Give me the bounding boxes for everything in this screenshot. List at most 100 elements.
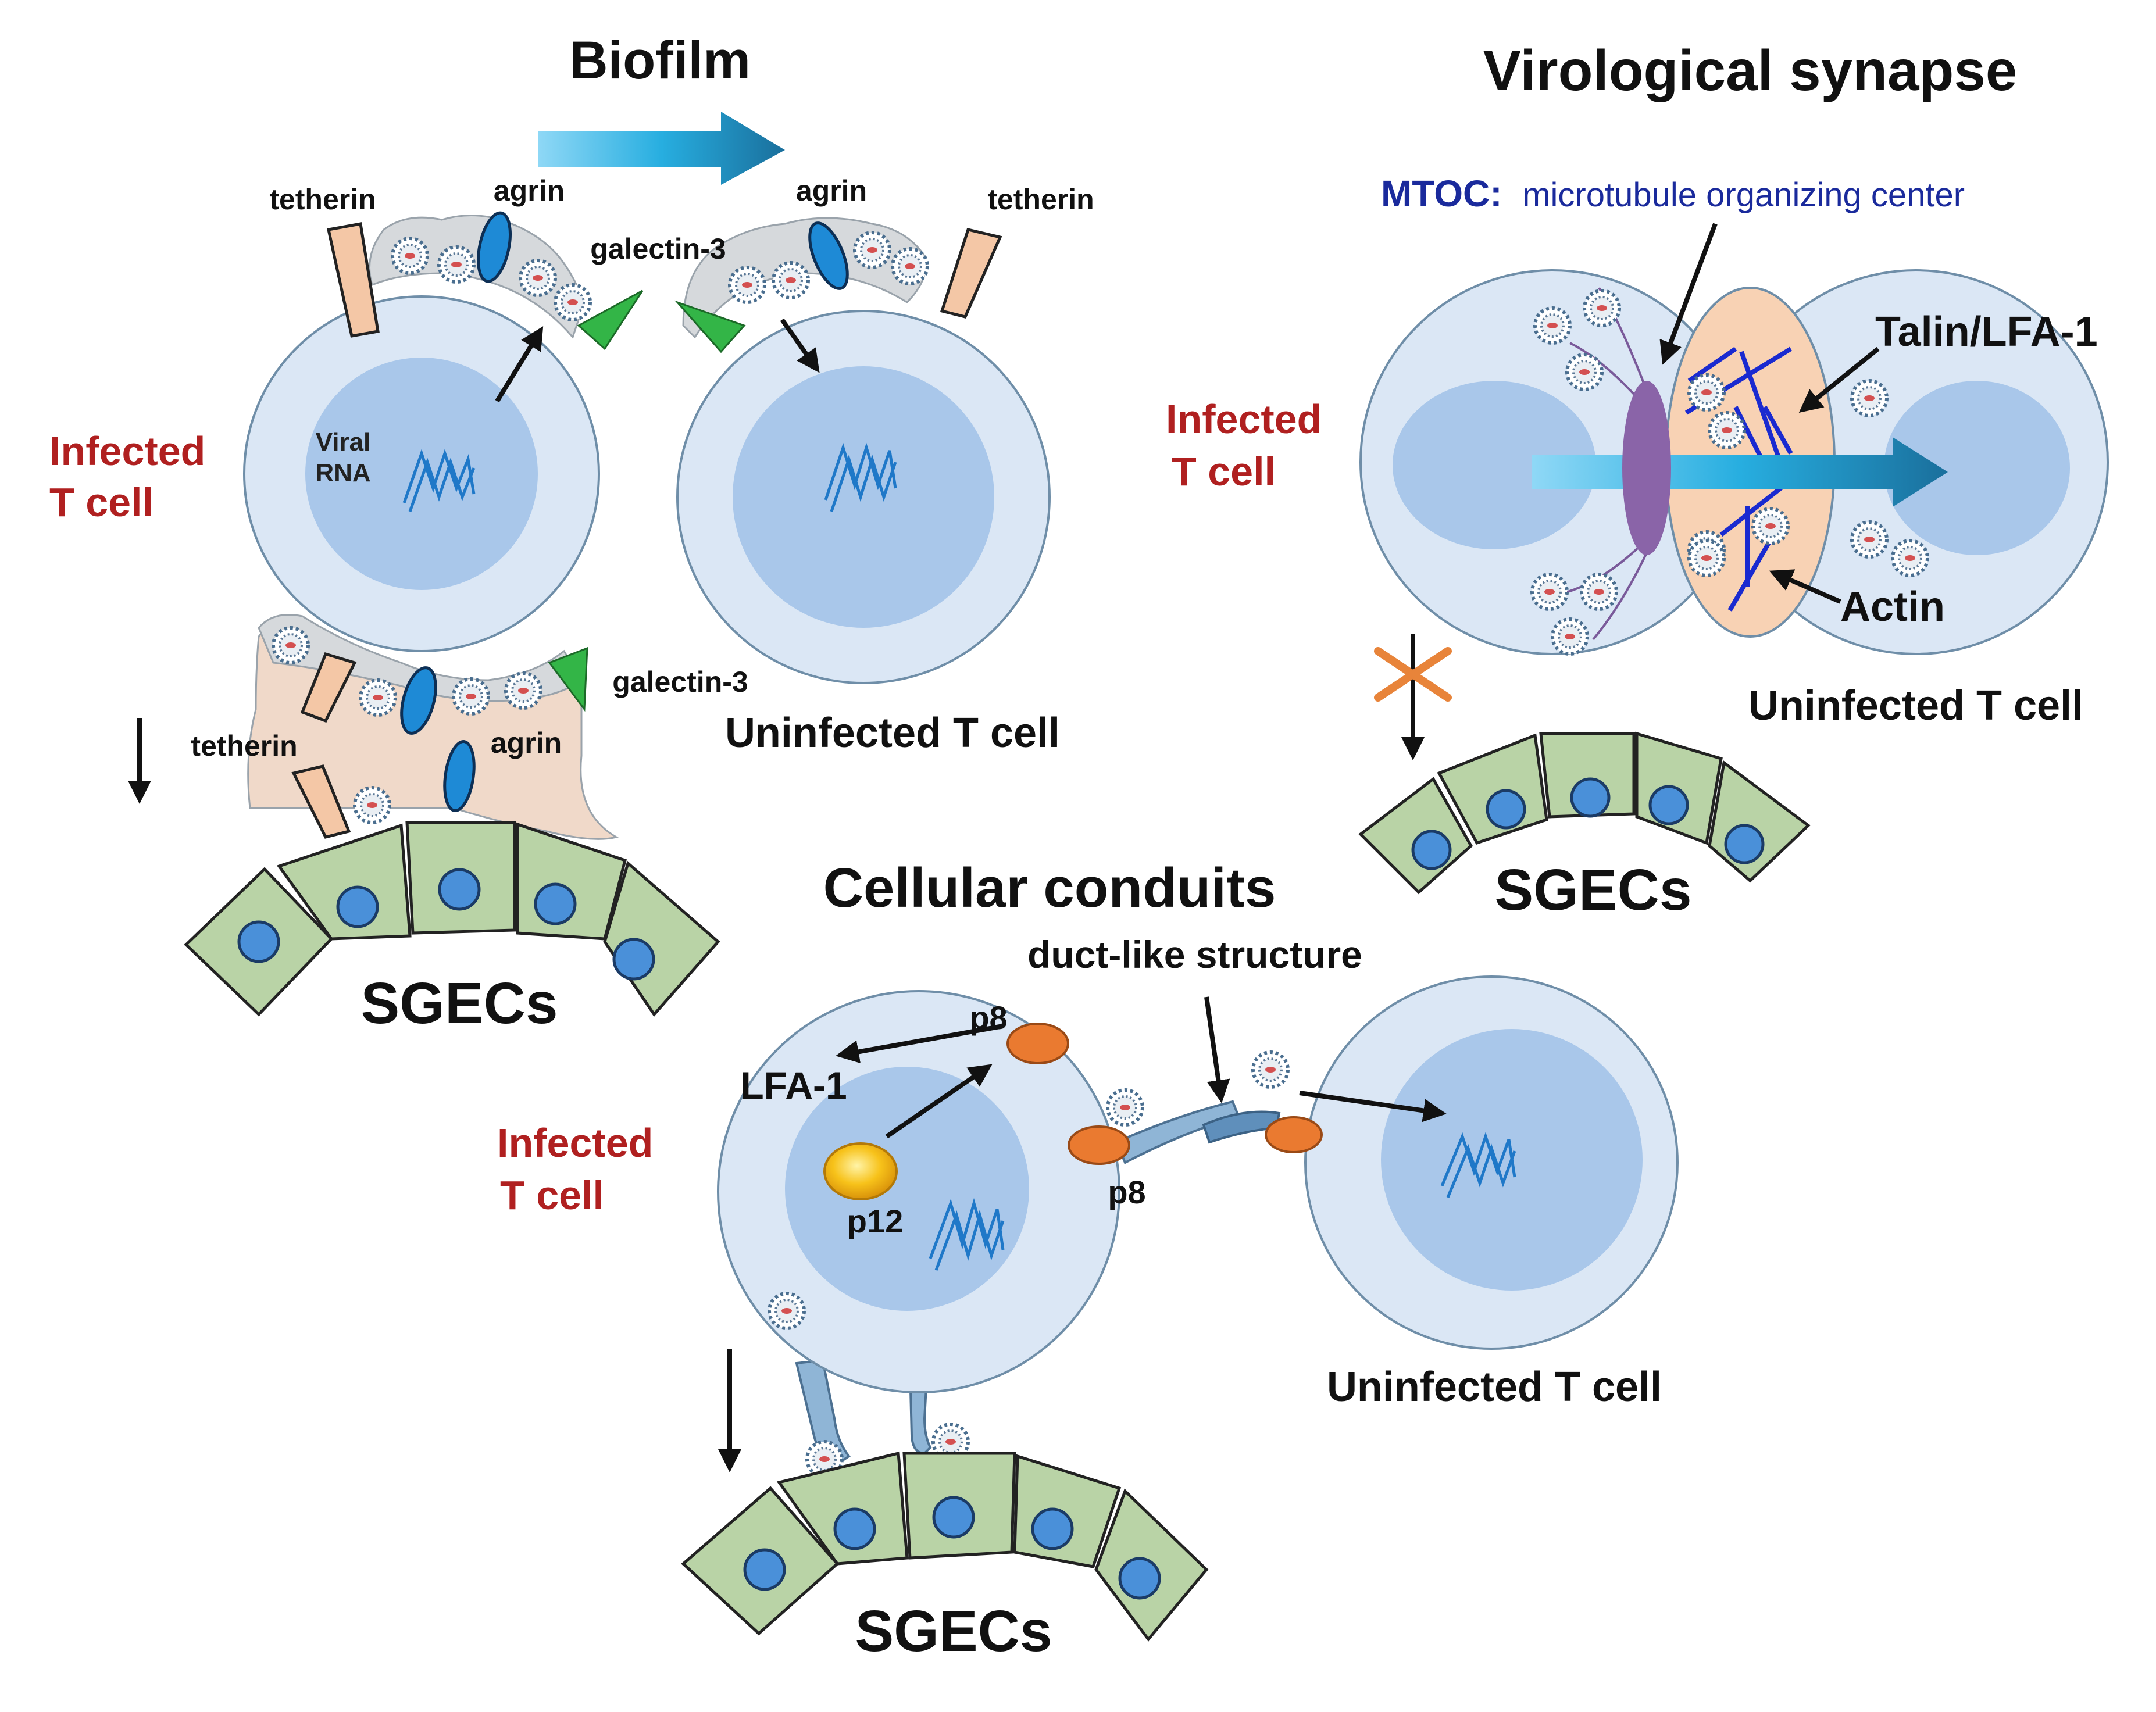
virion-icon (1852, 522, 1887, 557)
virion-icon (769, 1293, 804, 1328)
tetherin-icon-bottom-a (300, 652, 357, 723)
sgec-nucleus-icon (1486, 789, 1526, 830)
biofilm-panel: Biofilm Viral RNA (49, 31, 1094, 1036)
conduit-uninfected-rna-icon (1440, 1132, 1516, 1198)
p8-label-bottom: p8 (1108, 1174, 1145, 1210)
virion-icon (1584, 291, 1619, 326)
virion-icon (1253, 1052, 1288, 1087)
virion-icon (1535, 308, 1570, 343)
virion-icon (392, 238, 427, 273)
p8-label-top: p8 (969, 999, 1007, 1036)
synapse-title: Virological synapse (1483, 38, 2018, 102)
viral-rna-label-line1: Viral (316, 428, 371, 456)
agrin-icon-left (477, 211, 512, 283)
agrin-label-right: agrin (796, 174, 867, 207)
virion-icon (439, 247, 474, 282)
virion-icon (1893, 541, 1927, 576)
virion-icon (893, 249, 927, 284)
virological-synapse-panel: Virological synapse MTOC: microtubule or… (1166, 38, 2109, 923)
talin-label: Talin/LFA-1 (1875, 309, 2098, 355)
sgec-nucleus-icon (932, 1496, 975, 1539)
cellular-conduits-panel: Cellular conduits duct-like structure (497, 857, 1679, 1664)
synapse-infected-label-line1: Infected (1166, 396, 1322, 442)
biofilm-flow-arrow (538, 112, 785, 185)
galectin-icon-left (577, 289, 644, 351)
entry-arrow (780, 318, 820, 373)
agrin-label-bottom: agrin (491, 727, 562, 759)
sgec-nucleus-icon (1118, 1557, 1161, 1600)
synapse-sgecs-label: SGECs (1494, 857, 1691, 923)
sgecs-label: SGECs (360, 971, 558, 1036)
virion-icon (1582, 574, 1616, 609)
uninfected-rna-icon (824, 442, 897, 512)
tetherin-label-bottom: tetherin (191, 730, 297, 762)
conduit-sgecs-label: SGECs (855, 1599, 1052, 1664)
p8-icon-transferred (1265, 1116, 1323, 1153)
sgec-nucleus-icon (1570, 777, 1611, 818)
sgec-nucleus-icon (237, 920, 280, 963)
synapse-infected-nucleus (1393, 381, 1596, 549)
sgec-cell (1708, 760, 1811, 883)
conduit-rna-icon (929, 1198, 1005, 1271)
sgec-nucleus-icon (1648, 785, 1689, 825)
lfa1-label: LFA-1 (740, 1064, 847, 1107)
sgec-cell (776, 1451, 909, 1566)
conduit-infected-nucleus (785, 1067, 1029, 1311)
sgec-cell (1539, 732, 1636, 819)
p8-to-lfa1-arrow (836, 1024, 1004, 1064)
tetherin-icon-right (940, 228, 1002, 319)
sgec-cell (603, 860, 720, 1017)
microtubule (1592, 549, 1650, 641)
biofilm-title: Biofilm (569, 31, 751, 90)
duct-pointer-arrow (1204, 996, 1230, 1103)
sgec-nucleus-icon (1724, 824, 1765, 864)
actin-pointer-arrow (1769, 569, 1841, 604)
p12-to-p8-arrow (885, 1064, 993, 1139)
virion-icon (1552, 619, 1587, 654)
p12-label: p12 (847, 1203, 904, 1239)
mtoc-pointer-arrow (1659, 223, 1718, 365)
virion-icon (1108, 1090, 1143, 1125)
actin-label: Actin (1840, 584, 1945, 630)
virion-icon (855, 233, 890, 267)
virion-icon (1753, 509, 1788, 544)
virion-icon (355, 788, 390, 823)
galectin-icon-right (674, 300, 746, 353)
uninfected-cell-nucleus (733, 366, 994, 628)
p12-icon (823, 1142, 898, 1200)
agrin-icon-right (808, 221, 849, 290)
synapse-uninfected-nucleus (1884, 381, 2070, 555)
blocked-cross-icon (1374, 647, 1452, 702)
mtoc-label: MTOC: microtubule organizing center (1381, 173, 1965, 215)
tetherin-icon-left (327, 222, 380, 338)
infected-label-line1: Infected (49, 428, 205, 474)
virion-icon (1567, 355, 1602, 389)
virion-icon (1852, 381, 1887, 416)
infected-cell-nucleus (305, 358, 538, 590)
mtoc-full: microtubule organizing center (1522, 176, 1965, 214)
virion-icon (1689, 375, 1724, 410)
tetherin-label-left: tetherin (269, 183, 376, 216)
sgec-nucleus-icon (833, 1507, 876, 1550)
galectin-icon-bottom (548, 646, 588, 712)
virion-icon (273, 628, 308, 663)
conduits-title: Cellular conduits (823, 857, 1276, 919)
sgec-nucleus-icon (336, 885, 379, 928)
sgec-nucleus-icon (534, 882, 577, 925)
tetherin-label-right: tetherin (987, 183, 1094, 216)
sgec-nucleus-icon (1411, 830, 1452, 870)
biofilm-matrix-grey-bottom (258, 614, 583, 702)
agrin-icon-bottom-b (443, 739, 476, 813)
infected-label-line2: T cell (49, 480, 154, 525)
galectin-label-top: galectin-3 (590, 233, 726, 265)
galectin-label-bottom: galectin-3 (612, 666, 748, 698)
sgec-nucleus-icon (612, 938, 655, 981)
actin-filaments (1684, 346, 1793, 612)
duct-label: duct-like structure (1027, 933, 1362, 976)
virion-icon (506, 673, 541, 708)
virion-icon (730, 267, 765, 302)
virus-entry-arrow (1299, 1091, 1447, 1123)
viral-rna-label-line2: RNA (315, 459, 370, 487)
sgec-nucleus-icon (743, 1548, 786, 1591)
